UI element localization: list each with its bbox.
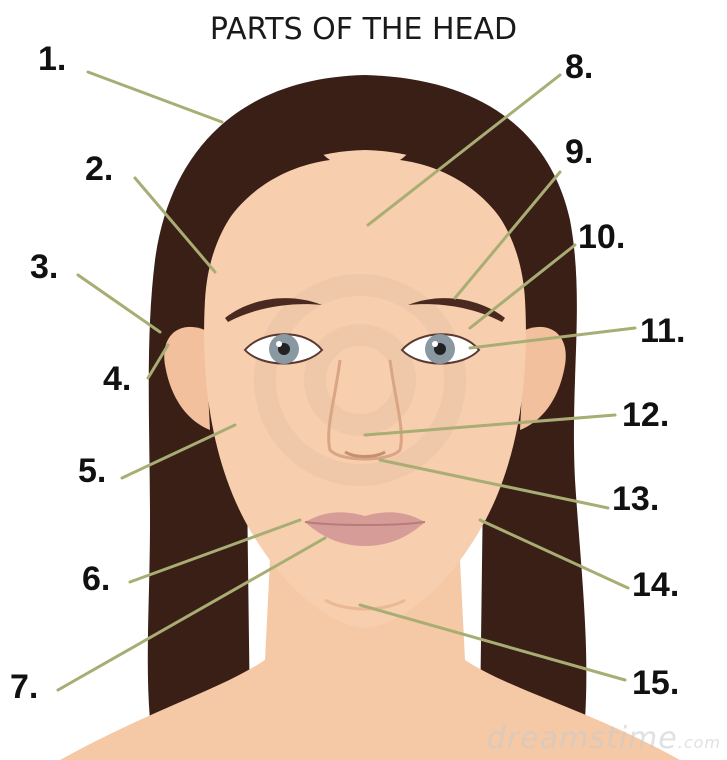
label-3: 3. bbox=[30, 248, 58, 287]
label-4: 4. bbox=[103, 360, 131, 399]
label-10: 10. bbox=[578, 218, 625, 257]
watermark: dreamstime.com bbox=[487, 721, 721, 756]
watermark-suffix: .com bbox=[678, 733, 721, 752]
leader-line-3 bbox=[78, 275, 160, 332]
label-13: 13. bbox=[612, 480, 659, 519]
watermark-brand: dreamstime bbox=[487, 721, 678, 756]
leader-line-1 bbox=[88, 72, 222, 122]
label-8: 8. bbox=[565, 48, 593, 87]
label-9: 9. bbox=[565, 133, 593, 172]
label-14: 14. bbox=[632, 566, 679, 605]
face bbox=[204, 150, 526, 628]
label-6: 6. bbox=[82, 560, 110, 599]
label-5: 5. bbox=[78, 452, 106, 491]
label-15: 15. bbox=[632, 664, 679, 703]
label-12: 12. bbox=[622, 396, 669, 435]
label-1: 1. bbox=[38, 40, 66, 79]
label-11: 11. bbox=[640, 312, 685, 351]
label-7: 7. bbox=[10, 668, 38, 707]
label-2: 2. bbox=[85, 150, 113, 189]
